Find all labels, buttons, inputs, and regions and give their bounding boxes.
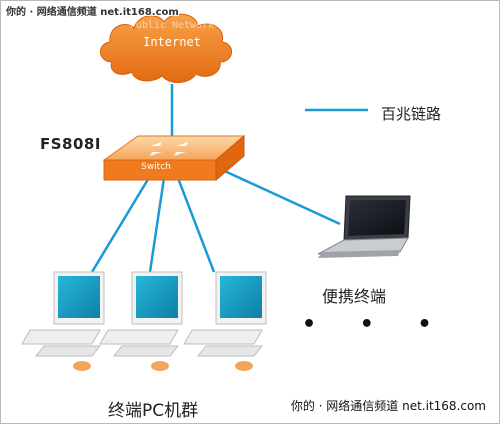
link-switch-laptop	[217, 166, 341, 226]
switch-label: Switch	[141, 162, 171, 172]
pc-group-label: 终端PC机群	[108, 401, 199, 421]
watermark-top: 你的 · 网络通信频道 net.it168.com	[6, 7, 179, 18]
laptop-icon	[317, 195, 411, 258]
legend-label: 百兆链路	[381, 105, 442, 123]
pc-icon-1	[21, 271, 105, 371]
ellipsis-dots: • • •	[302, 312, 450, 337]
pc-icon-2	[99, 271, 183, 371]
watermark-bottom: 你的 · 网络通信频道 net.it168.com	[290, 399, 486, 413]
link-switch-pc3	[176, 177, 216, 273]
link-switch-pc1	[90, 175, 152, 273]
cloud-label: Internet	[143, 35, 201, 49]
link-switch-pc2	[148, 177, 166, 273]
laptop-label: 便携终端	[322, 287, 387, 306]
cloud-label-top: Public Network	[129, 20, 215, 31]
switch-model-label: FS808I	[40, 135, 101, 153]
pc-icon-3	[183, 271, 267, 371]
switch-icon	[102, 134, 246, 182]
internet-cloud-icon	[100, 13, 232, 83]
